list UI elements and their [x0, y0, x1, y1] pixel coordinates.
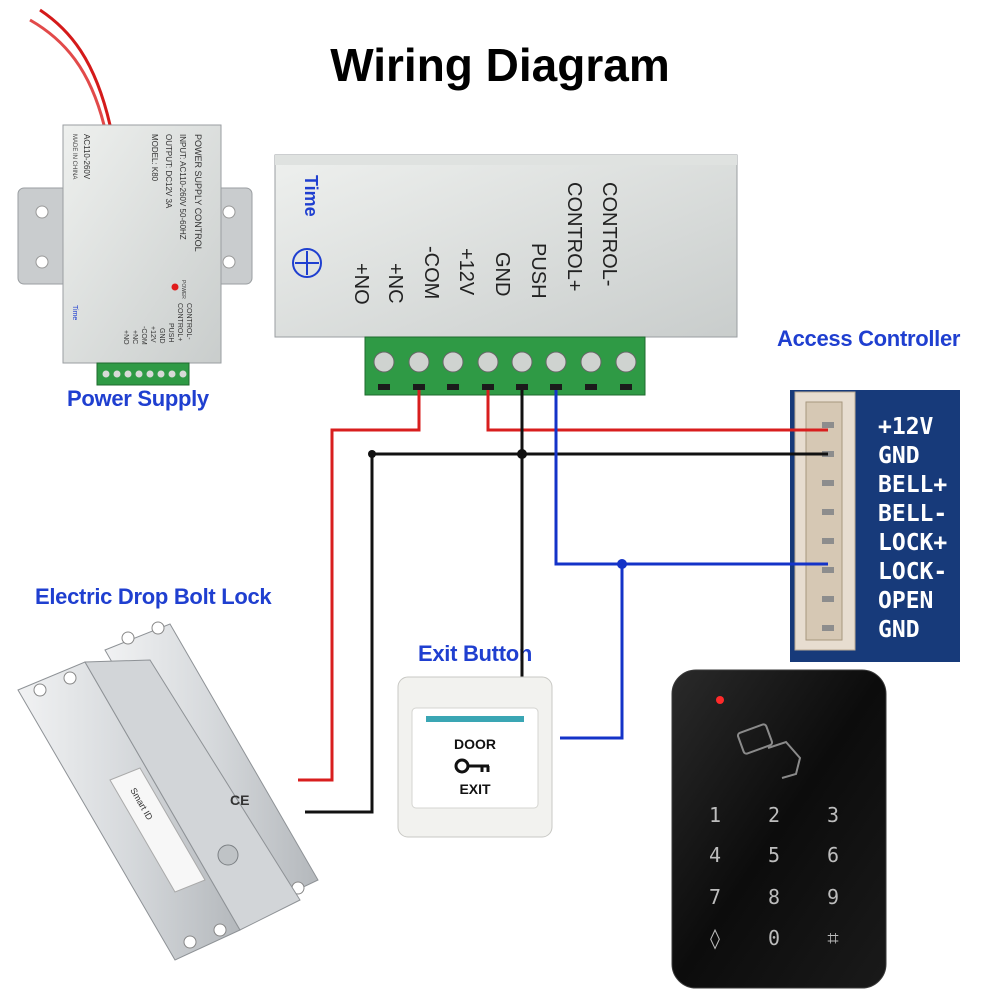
key-9: 9 [827, 885, 839, 909]
pin-label-gnd-2: GND [878, 617, 920, 643]
blue-wire-push [554, 390, 828, 566]
terminal-label-control-minus: CONTROL- [598, 182, 620, 286]
exit-button-device: DOOR EXIT [397, 676, 553, 838]
psu-terminal-label: +NC [131, 330, 138, 344]
psu-terminal-label: +12V [149, 326, 156, 343]
lock-caption: Electric Drop Bolt Lock [35, 584, 272, 609]
access-controller-board: +12V GND BELL+ BELL- LOCK+ LOCK- OPEN GN… [790, 390, 960, 662]
power-led-icon [171, 283, 179, 291]
pin-label-lock-plus: LOCK+ [878, 530, 947, 556]
black-wire-gnd [520, 390, 828, 456]
power-supply-closeup: Time +NO +NC -COM +12V GND PUSH CONTROL+… [274, 154, 738, 396]
psu-label-line: POWER SUPPLY CONTROL [193, 134, 203, 252]
electric-drop-bolt-lock: Smart ID CE [17, 621, 319, 961]
exit-button-caption: Exit Button [418, 641, 533, 666]
red-wire-lock [298, 390, 421, 782]
red-wire-12v [486, 390, 828, 432]
terminal-label-control-plus: CONTROL+ [563, 182, 585, 291]
key-0: 0 [768, 926, 780, 950]
psu-label-line: INPUT: AC110-260V 50-60HZ [178, 134, 187, 240]
terminal-label-12v: +12V [455, 248, 477, 296]
status-led-icon [716, 696, 724, 704]
psu-terminal-label: +NO [122, 330, 129, 345]
rfid-keypad-reader: 1 2 3 4 5 6 7 8 9 ◊ 0 ⌗ [671, 669, 887, 989]
diagram-title: Wiring Diagram [330, 39, 670, 91]
card-reader-icon [736, 723, 802, 779]
blue-wire-exit [560, 564, 624, 740]
exit-button-exit-text: EXIT [459, 781, 491, 797]
pin-label-12v: +12V [878, 414, 934, 440]
key-icon [454, 758, 490, 774]
key-6: 6 [827, 843, 839, 867]
key-bell: ◊ [709, 926, 721, 950]
pin-label-lock-minus: LOCK- [878, 559, 947, 585]
key-1: 1 [709, 803, 721, 827]
key-4: 4 [709, 843, 721, 867]
psu-label-line: OUTPUT: DC12V 3A [164, 134, 173, 209]
psu-time-label: Time [71, 305, 78, 320]
key-8: 8 [768, 885, 780, 909]
psu-terminal-label: CONTROL+ [176, 303, 183, 341]
terminal-label-gnd: GND [491, 252, 513, 296]
psu-terminal-label: PUSH [167, 323, 174, 342]
key-7: 7 [709, 885, 721, 909]
closeup-time-label: Time [301, 175, 321, 217]
psu-terminal-label: -COM [140, 326, 147, 345]
black-wire-lock [305, 452, 522, 814]
terminal-label-push: PUSH [527, 243, 549, 299]
pin-label-gnd: GND [878, 443, 920, 469]
psu-ac-label: AC110-260V [82, 134, 91, 180]
terminal-label-com: -COM [420, 246, 442, 299]
terminal-label-nc: +NC [384, 263, 406, 304]
psu-terminal-label: CONTROL- [185, 303, 192, 340]
exit-button-door-text: DOOR [454, 736, 496, 752]
psu-label-line: MODEL: K80 [150, 134, 159, 182]
pin-label-bell-plus: BELL+ [878, 472, 947, 498]
pin-label-bell-minus: BELL- [878, 501, 947, 527]
timer-dial-icon [292, 248, 322, 278]
pin-label-open: OPEN [878, 588, 933, 614]
psu-terminal-label: GND [158, 328, 165, 344]
key-5: 5 [768, 843, 780, 867]
wires [298, 390, 828, 814]
terminal-screw-row [373, 351, 637, 373]
ce-mark: CE [230, 792, 249, 808]
key-hash: ⌗ [827, 926, 838, 950]
power-supply-caption: Power Supply [67, 386, 209, 411]
power-supply-unit: POWER SUPPLY CONTROL INPUT: AC110-260V 5… [17, 8, 253, 386]
psu-made-in: MADE IN CHINA [71, 134, 77, 179]
psu-power-led-label: POWER [180, 280, 186, 299]
key-3: 3 [827, 803, 839, 827]
access-controller-caption: Access Controller [777, 326, 961, 351]
terminal-label-no: +NO [350, 263, 372, 305]
key-2: 2 [768, 803, 780, 827]
